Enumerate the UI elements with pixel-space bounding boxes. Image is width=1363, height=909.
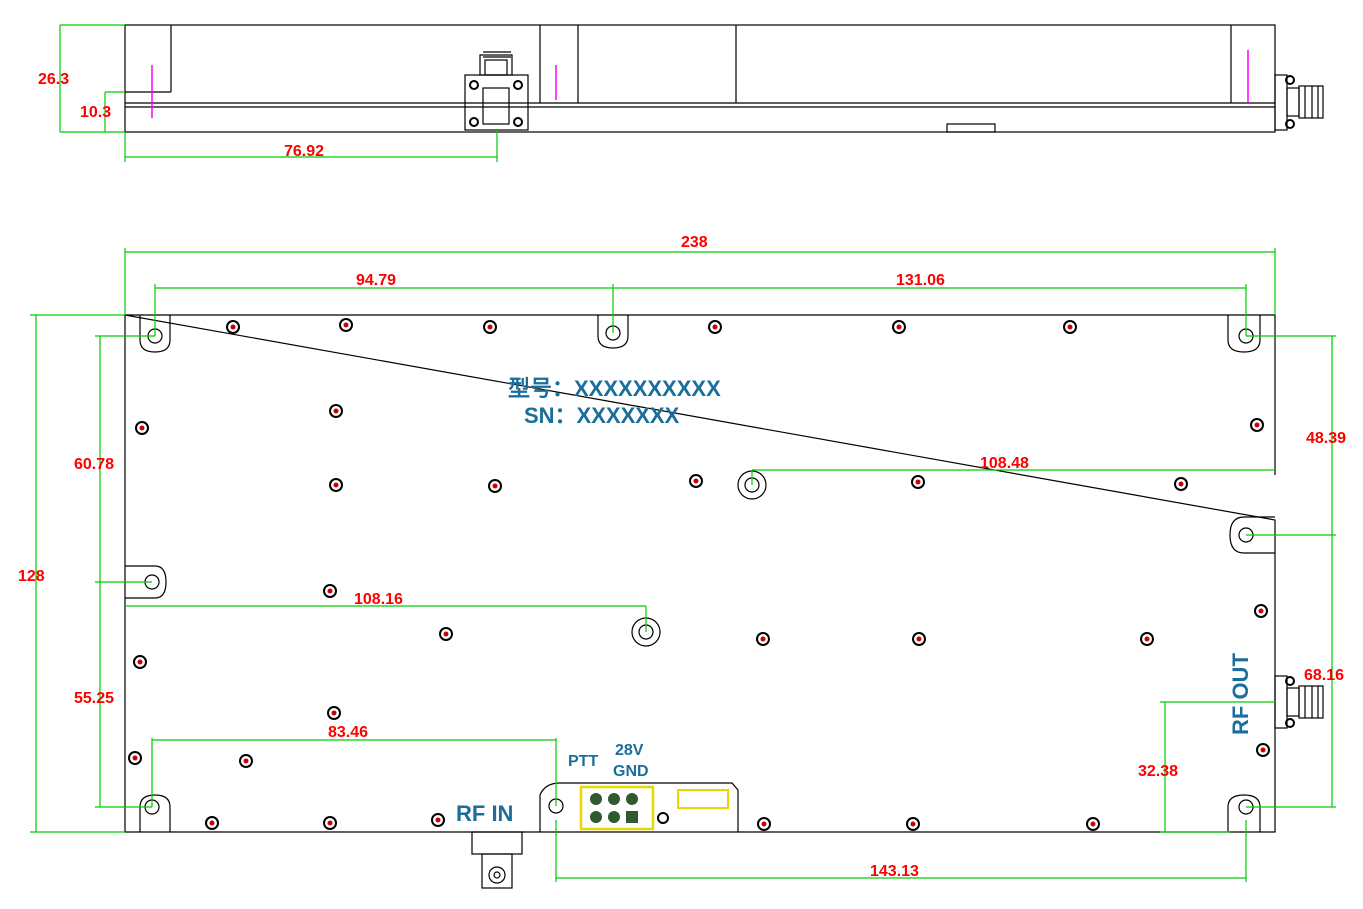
screw-hole	[1250, 418, 1264, 432]
screw-hole	[1140, 632, 1154, 646]
screw-hole	[1063, 320, 1077, 334]
screw-hole-center	[712, 324, 718, 330]
dim-bottom-offset: 143.13	[870, 863, 919, 880]
screw-hole-center	[1090, 821, 1096, 827]
gnd-label: GND	[613, 763, 649, 780]
screw-holes	[128, 318, 1270, 831]
screw-hole	[911, 475, 925, 489]
dim-hole-spacing-right: 131.06	[896, 272, 945, 289]
screw-hole	[892, 320, 906, 334]
screw-hole	[756, 632, 770, 646]
screw-hole-center	[343, 322, 349, 328]
dim-rf-out-height: 32.38	[1138, 763, 1178, 780]
dim-hole-spacing-left: 94.79	[356, 272, 396, 289]
screw-hole	[708, 320, 722, 334]
screw-hole-center	[327, 588, 333, 594]
screw-hole-center	[1067, 324, 1073, 330]
screw-hole-center	[1260, 747, 1266, 753]
dim-left-upper: 60.78	[74, 456, 114, 473]
dim-height-base: 10.3	[80, 104, 111, 121]
screw-hole	[1254, 604, 1268, 618]
screw-hole-center	[693, 478, 699, 484]
screw-hole	[226, 320, 240, 334]
screw-hole-center	[327, 820, 333, 826]
screw-hole-center	[761, 821, 767, 827]
side-sma-connector-top	[464, 51, 529, 131]
screw-hole	[323, 584, 337, 598]
screw-hole	[1174, 477, 1188, 491]
side-sma-connector-right	[1274, 74, 1324, 131]
screw-hole-center	[209, 820, 215, 826]
screw-hole-center	[331, 710, 337, 716]
screw-hole-center	[230, 324, 236, 330]
28v-label: 28V	[615, 742, 644, 759]
dim-height-total: 26.3	[38, 71, 69, 88]
top-view	[124, 314, 1324, 889]
dimension-lines	[30, 248, 1336, 882]
screw-hole	[329, 478, 343, 492]
screw-hole	[135, 421, 149, 435]
screw-hole	[239, 754, 253, 768]
side-housing-outline	[124, 24, 1276, 133]
screw-hole	[431, 813, 445, 827]
screw-hole	[329, 404, 343, 418]
dim-overall-height: 128	[18, 568, 45, 585]
rf-out-label: RF OUT	[1228, 653, 1253, 735]
screw-hole-center	[910, 821, 916, 827]
dim-left-lower: 55.25	[74, 690, 114, 707]
sn-label: SN：XXXXXXX	[524, 403, 680, 428]
screw-hole	[439, 627, 453, 641]
screw-hole-center	[333, 408, 339, 414]
rf-in-connector	[471, 831, 523, 889]
screw-hole-center	[333, 482, 339, 488]
screw-hole-center	[139, 425, 145, 431]
screw-hole	[1256, 743, 1270, 757]
screw-hole-center	[896, 324, 902, 330]
side-view	[59, 24, 1324, 162]
screw-hole	[906, 817, 920, 831]
screw-hole-center	[487, 324, 493, 330]
screw-hole-center	[443, 631, 449, 637]
dim-overall-width: 238	[681, 234, 708, 251]
screw-hole-center	[1258, 608, 1264, 614]
screw-hole-center	[132, 755, 138, 761]
screw-hole	[912, 632, 926, 646]
signal-header-outline	[677, 789, 729, 809]
screw-hole-center	[916, 636, 922, 642]
model-label: 型号：XXXXXXXXXX	[508, 376, 721, 401]
dim-rf-in-offset: 83.46	[328, 724, 368, 741]
screw-hole-center	[137, 659, 143, 665]
screw-hole-center	[1254, 422, 1260, 428]
screw-hole	[205, 816, 219, 830]
screw-hole	[483, 320, 497, 334]
dim-hole-offset-lower: 108.16	[354, 591, 403, 608]
screw-hole-center	[492, 483, 498, 489]
rf-out-connector	[1274, 675, 1324, 729]
dim-right-middle: 68.16	[1304, 667, 1344, 684]
screw-hole	[757, 817, 771, 831]
screw-hole	[339, 318, 353, 332]
screw-hole-center	[1144, 636, 1150, 642]
screw-hole	[689, 474, 703, 488]
screw-hole-center	[1178, 481, 1184, 487]
screw-hole	[128, 751, 142, 765]
ptt-label: PTT	[568, 753, 598, 770]
dim-right-upper: 48.39	[1306, 430, 1346, 447]
screw-hole-center	[915, 479, 921, 485]
dim-connector-offset: 76.92	[284, 143, 324, 160]
screw-hole	[327, 706, 341, 720]
screw-hole-center	[760, 636, 766, 642]
dim-hole-offset-upper: 108.48	[980, 455, 1029, 472]
screw-hole-center	[243, 758, 249, 764]
screw-hole	[133, 655, 147, 669]
screw-hole-center	[435, 817, 441, 823]
rf-in-label: RF IN	[456, 801, 513, 826]
screw-hole	[1086, 817, 1100, 831]
power-connector-outline	[579, 785, 655, 831]
screw-hole	[323, 816, 337, 830]
screw-hole	[488, 479, 502, 493]
